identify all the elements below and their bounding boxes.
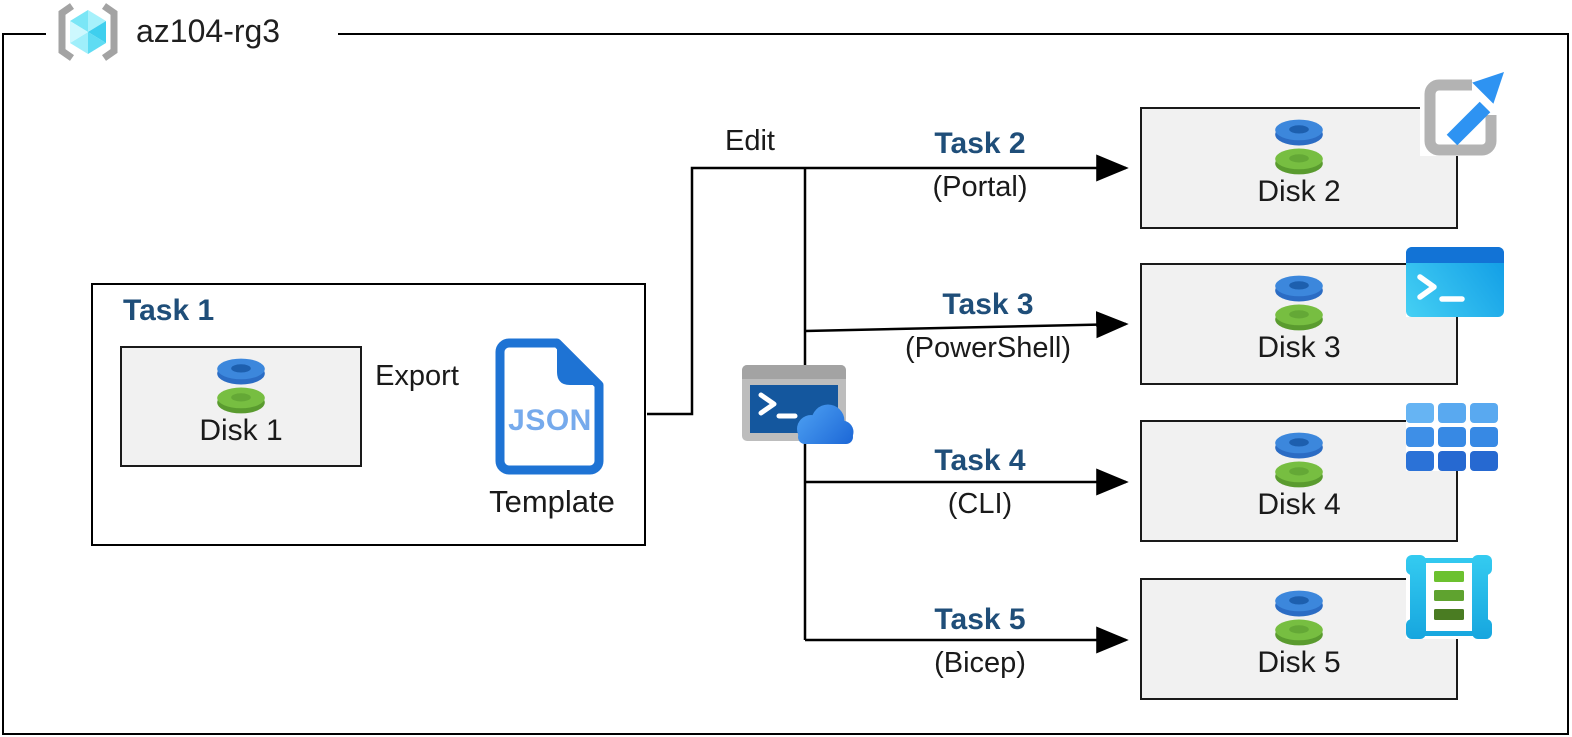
disk5-label: Disk 5 (1257, 646, 1341, 679)
task2-method: (Portal) (932, 171, 1028, 203)
json-badge: JSON (508, 404, 592, 437)
edit-connector (647, 154, 1129, 416)
portal-launch-icon (1420, 72, 1504, 156)
managed-disk-icon (1267, 273, 1331, 333)
task1-title: Task 1 (123, 294, 215, 327)
task4-heading: Task 4 (934, 444, 1026, 477)
managed-disk-icon (1267, 588, 1331, 648)
disk4-label: Disk 4 (1257, 488, 1341, 521)
disk4-box: Disk 4 (1140, 420, 1458, 542)
task3-arrow (804, 311, 1129, 339)
template-label: Template (489, 484, 615, 519)
resource-group-frame (2, 33, 1569, 735)
disk1-label: Disk 1 (199, 414, 283, 447)
disk2-box: Disk 2 (1140, 107, 1458, 229)
disk3-box: Disk 3 (1140, 263, 1458, 385)
edit-label: Edit (725, 125, 775, 157)
task5-method: (Bicep) (934, 647, 1026, 679)
bicep-template-icon (1406, 555, 1492, 639)
resource-group-icon (58, 3, 118, 61)
task4-method: (CLI) (947, 488, 1013, 520)
disk2-label: Disk 2 (1257, 175, 1341, 208)
task2-heading: Task 2 (934, 127, 1026, 160)
disk5-box: Disk 5 (1140, 578, 1458, 700)
task5-heading: Task 5 (934, 603, 1026, 636)
frame-gap (46, 27, 338, 39)
json-file-icon (495, 338, 604, 475)
task3-method: (PowerShell) (905, 332, 1071, 364)
resource-group-name: az104-rg3 (136, 13, 281, 49)
disk1-box: Disk 1 (120, 346, 362, 467)
managed-disk-icon (1267, 430, 1331, 490)
managed-disk-icon (1267, 117, 1331, 177)
task3-heading: Task 3 (942, 288, 1034, 321)
cli-grid-icon (1406, 403, 1500, 471)
powershell-icon (1406, 247, 1504, 317)
disk3-label: Disk 3 (1257, 331, 1341, 364)
cloud-shell-icon (742, 365, 854, 444)
export-label: Export (375, 360, 459, 392)
managed-disk-icon (209, 356, 273, 416)
